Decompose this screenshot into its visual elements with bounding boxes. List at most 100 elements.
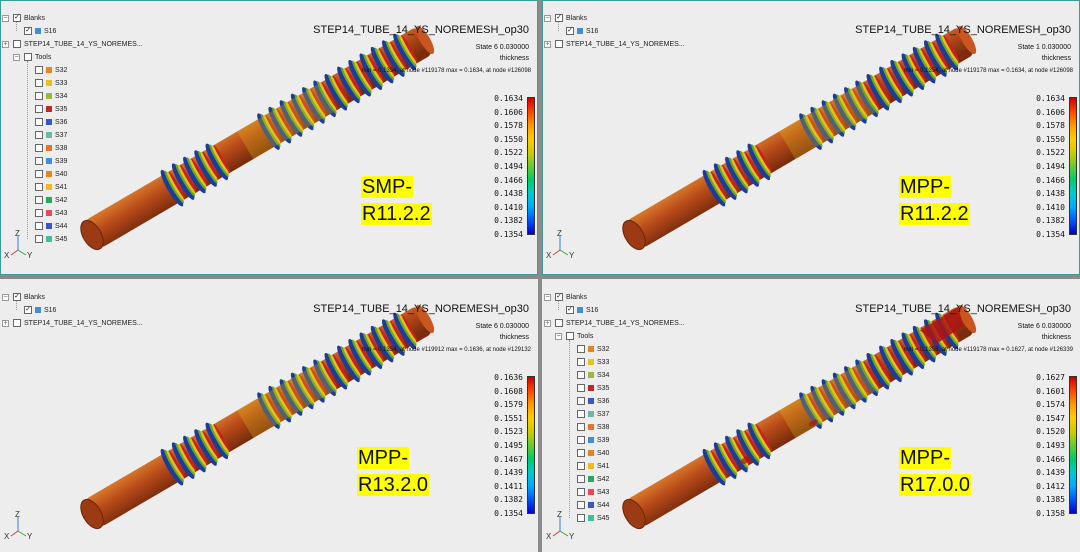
tree-label: Tools [35,54,52,61]
visibility-checkbox[interactable] [577,410,585,418]
visibility-checkbox[interactable]: ✓ [13,14,21,22]
expand-toggle-icon[interactable]: − [2,15,9,22]
visibility-checkbox[interactable]: ✓ [566,306,574,314]
axis-z-label: Z [557,510,562,519]
visibility-checkbox[interactable] [35,183,43,191]
solver-version-label: MPP-R11.2.2 [899,174,970,228]
visibility-checkbox[interactable] [13,40,21,48]
tube-thinning-patch [808,419,818,427]
visibility-checkbox[interactable] [577,436,585,444]
visibility-checkbox[interactable]: ✓ [555,293,563,301]
visibility-checkbox[interactable] [577,501,585,509]
tube-model-render[interactable] [0,0,538,275]
visibility-checkbox[interactable] [566,332,574,340]
legend-tick-label: 0.1411 [494,481,523,491]
legend-tick-label: 0.1467 [494,454,523,464]
part-color-swatch [588,424,594,430]
tube-bead-ring [279,100,305,137]
expand-toggle-icon[interactable]: − [555,333,562,340]
visibility-checkbox[interactable] [577,423,585,431]
visibility-checkbox[interactable] [577,397,585,405]
tube-bead-ring [160,448,186,486]
model-title: STEP14_TUBE_14_YS_NOREMESH_op30 [855,24,1071,36]
min-max-readout: min = 0.1354, at node #119912 max = 0.16… [361,347,531,353]
expand-toggle-icon[interactable]: − [544,15,551,22]
tube-bead-ring [912,46,938,84]
tube-bead-ring [359,53,385,90]
visibility-checkbox[interactable] [35,157,43,165]
visibility-checkbox[interactable] [35,118,43,126]
tube-bead-ring [393,312,418,350]
visibility-checkbox[interactable]: ✓ [24,27,32,35]
legend-colorbar [1069,97,1077,235]
tube-bead-ring [890,60,915,97]
visibility-checkbox[interactable] [35,209,43,217]
viewport-pane-4[interactable]: −✓Blanks✓S16+STEP14_TUBE_14_YS_NOREMES..… [542,279,1080,552]
visibility-checkbox[interactable] [577,384,585,392]
visibility-checkbox[interactable] [577,488,585,496]
visibility-checkbox[interactable] [13,319,21,327]
legend-tick-label: 0.1601 [1036,386,1065,396]
part-color-swatch [588,359,594,365]
tube-bead-ring [890,339,915,376]
visibility-checkbox[interactable] [555,319,563,327]
visibility-checkbox[interactable]: ✓ [13,293,21,301]
visibility-checkbox[interactable] [35,66,43,74]
visibility-checkbox[interactable] [35,144,43,152]
visibility-checkbox[interactable] [577,371,585,379]
visibility-checkbox[interactable] [577,358,585,366]
tree-label: S36 [597,398,610,405]
tube-bead-ring [313,359,338,397]
tube-bead-ring [393,33,418,71]
visibility-checkbox[interactable]: ✓ [566,27,574,35]
tube-bead-ring [324,352,350,390]
visibility-checkbox[interactable]: ✓ [24,306,32,314]
part-color-swatch [588,346,594,352]
tube-model-render[interactable] [542,279,1080,552]
visibility-checkbox[interactable] [35,170,43,178]
visibility-checkbox[interactable] [24,53,32,61]
visibility-checkbox[interactable] [577,462,585,470]
legend-tick-label: 0.1522 [1036,148,1065,158]
tube-model-render[interactable] [0,279,538,552]
visibility-checkbox[interactable] [35,131,43,139]
expand-toggle-icon[interactable]: − [2,294,9,301]
expand-toggle-icon[interactable]: + [544,320,551,327]
expand-toggle-icon[interactable]: + [544,41,551,48]
visibility-checkbox[interactable] [35,92,43,100]
visibility-checkbox[interactable] [577,449,585,457]
model-title: STEP14_TUBE_14_YS_NOREMESH_op30 [313,303,529,315]
tree-label: S16 [586,28,599,35]
visibility-checkbox[interactable] [555,40,563,48]
viewport-pane-1[interactable]: −✓Blanks✓S16+STEP14_TUBE_14_YS_NOREMES..… [0,0,538,275]
visibility-checkbox[interactable] [577,514,585,522]
viewport-pane-3[interactable]: −✓Blanks✓S16+STEP14_TUBE_14_YS_NOREMES..… [0,279,538,552]
tube-bead-ring [183,435,208,473]
expand-toggle-icon[interactable]: + [2,320,9,327]
visibility-checkbox[interactable] [577,475,585,483]
visibility-checkbox[interactable] [35,79,43,87]
tree-label: S35 [597,385,610,392]
tube-model-render[interactable] [542,0,1080,275]
part-color-swatch [46,184,52,190]
solver-version-line-2: R11.2.2 [361,203,432,225]
visibility-checkbox[interactable] [35,105,43,113]
tube-bead-ring [257,392,282,429]
expand-toggle-icon[interactable]: + [2,41,9,48]
tube-bead-ring [844,87,869,124]
legend-tick-label: 0.1520 [1036,427,1065,437]
expand-toggle-icon[interactable]: − [544,294,551,301]
tube-bead-ring [832,93,858,131]
visibility-checkbox[interactable] [35,196,43,204]
legend-tick-label: 0.1574 [1036,400,1065,410]
viewport-pane-2[interactable]: −✓Blanks✓S16+STEP14_TUBE_14_YS_NOREMES..… [542,0,1080,275]
visibility-checkbox[interactable] [35,222,43,230]
expand-toggle-icon[interactable]: − [13,54,20,61]
visibility-checkbox[interactable]: ✓ [555,14,563,22]
visibility-checkbox[interactable] [577,345,585,353]
visibility-checkbox[interactable] [35,235,43,243]
part-color-swatch [588,463,594,469]
